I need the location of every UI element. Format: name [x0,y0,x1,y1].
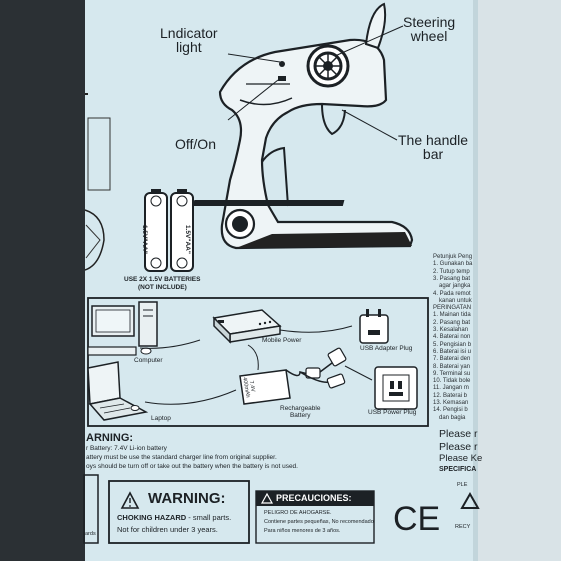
warning-item: 11. Jangan m [433,385,469,392]
warning-item: 2. Pasang bat [433,319,471,326]
usb-adapter-illustration [359,309,389,344]
warning-item: dan bagia [439,414,466,421]
warning-item: 14. Pengisi b [433,407,468,414]
precauciones-header [256,491,374,506]
warning-item: 12. Baterai b [433,392,468,399]
warning-line1: CHOKING HAZARD - small parts. [117,514,231,522]
instruction-item: agar jangka [439,283,471,290]
rechargeable-battery-label: Rechargeable Battery [280,405,321,419]
charging-panel [87,297,429,427]
laptop-illustration [87,361,149,421]
usb-adapter-plug-label: USB Adapter Plug [360,345,413,352]
battery-cell-text-2: 1.5V"AA" [184,225,191,254]
sheet-edge [473,0,478,561]
instruction-item: 2. Tutup temp [433,268,470,275]
ce-mark: CE [393,500,441,538]
warning-line2: Not for children under 3 years. [117,525,218,534]
please-line4: SPECIFICA [439,466,477,473]
partial-wheel [84,209,105,271]
power-switch [278,76,286,81]
instruction-item: 4. Pada remot [433,290,471,297]
precauciones-line2: Contiene partes pequeñas, No recomendado [264,519,374,525]
warning-item: 10. Tidak bole [433,378,471,385]
laptop-label: Laptop [151,415,171,422]
recycle-text-top: PLE [457,482,468,488]
instruction-item: 3. Pasang bat [433,275,471,282]
precauciones-line1: PELIGRO DE AHOGARSE. [264,510,332,516]
mobile-power-label: Mobile Power [262,337,302,344]
instruction-item: kanan untuk [439,297,472,304]
aa-batteries [144,189,194,272]
right-background [478,0,561,561]
battery-cell-text-1: 1.5V"AA" [141,225,148,254]
caution-triangle-icon [260,492,274,504]
partial-panel [87,117,111,191]
recycle-icon [460,491,480,509]
partial-box [83,474,99,544]
warning-item: 4. Baterai non [433,334,471,341]
warnings-heading: PERINGATAN [433,305,472,312]
handle-bar-label: The handle bar [398,132,469,162]
left-background [0,0,85,561]
indicator-light-label: Lndicator light [160,25,218,55]
battery-warning-heading: ARNING: [86,432,134,444]
warning-line1-bold: CHOKING HAZARD [117,513,187,522]
warning-line1-rest: - small parts. [186,513,232,522]
instructions-heading: Petunjuk Peng [433,254,473,260]
recycle-text-bottom: RECY [455,524,471,530]
battery-warning-line3: oys should be turn off or take out the b… [86,463,298,470]
please-line3: Please Ke [439,453,483,464]
charging-connectors [139,325,373,405]
warning-item: 3. Kesalahan [433,327,469,333]
warning-item: 9. Terminal su [433,370,471,377]
mobile-power-illustration [212,309,282,344]
transmitter-illustration [192,2,414,250]
warning-item: 5. Pengisian b [433,341,472,348]
instruction-item: 1. Gunakan ba [433,261,473,268]
battery-warning-line2: attery must be use the standard charger … [86,454,277,461]
off-on-label: Off/On [175,136,216,152]
please-line2: Please r [439,441,478,453]
warning-item: 1. Mainan tida [433,312,471,319]
warning-item: 6. Baterai isi u [433,348,472,355]
steering-wheel-label: Steering wheel [403,14,456,44]
battery-note-line1: USE 2X 1.5V BATTERIES [124,276,201,283]
battery-warning-line1: r Battery: 7.4V Li-ion battery [86,445,167,452]
precauciones-line3: Para niños menores de 3 años. [264,528,341,534]
warning-triangle-icon [120,491,140,509]
warning-item: 13. Kemasan [433,400,469,406]
rechargeable-battery-illustration [239,347,347,405]
usb-power-plug-label: USB Power Plug [368,409,417,416]
precauciones-title: PRECAUCIONES: [276,493,352,503]
warning-item: 8. Baterai yan [433,363,471,370]
warning-item: 7. Baterai den [433,356,471,363]
usb-power-plug-illustration [374,366,418,410]
battery-note-line2: (NOT INCLUDE) [138,284,187,291]
computer-label: Computer [134,357,163,364]
partial-box-text: ards [85,531,96,537]
computer-illustration [87,301,158,356]
please-line1: Please r [439,428,478,440]
warning-box [108,480,250,544]
warning-title: WARNING: [148,490,226,507]
indicator-light [279,61,285,67]
